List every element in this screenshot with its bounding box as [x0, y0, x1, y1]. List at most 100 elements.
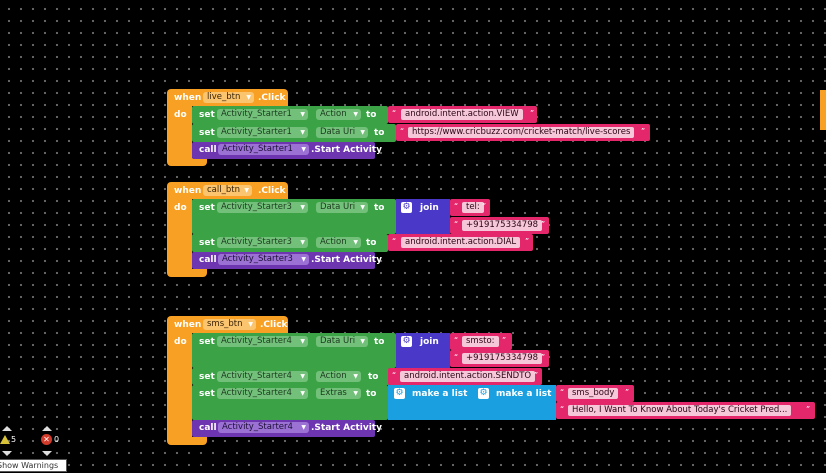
property-dropdown[interactable]: Action▼	[316, 109, 361, 120]
component-dropdown[interactable]: Activity_Starter3▼	[218, 254, 309, 265]
chevron-down-icon: ▼	[301, 424, 306, 431]
set-label: set	[199, 128, 215, 138]
offscreen-event-block[interactable]	[820, 90, 826, 130]
set-label: set	[199, 203, 215, 213]
component-dropdown[interactable]: call_btn▼	[203, 185, 252, 196]
event-arm	[167, 333, 192, 437]
text-value[interactable]: tel:	[462, 202, 484, 213]
error-icon: ✕	[41, 434, 52, 445]
method-label: .Start Activity	[311, 145, 382, 155]
chevron-down-icon: ▼	[353, 111, 358, 118]
previous-warning-arrow[interactable]	[2, 426, 12, 431]
text-value[interactable]: https://www.cricbuzz.com/cricket-match/l…	[408, 127, 635, 138]
method-label: .Start Activity	[311, 423, 382, 433]
property-dropdown[interactable]: Data Uri▼	[316, 202, 368, 213]
quote-open: “	[392, 109, 397, 118]
set-label: set	[199, 372, 215, 382]
quote-close: ”	[541, 220, 546, 229]
text-value[interactable]: Hello, I Want To Know About Today's Cric…	[568, 405, 792, 416]
quote-open: “	[454, 202, 459, 211]
do-label: do	[174, 110, 187, 120]
component-dropdown[interactable]: sms_btn▼	[203, 319, 256, 330]
warning-count: 5	[11, 435, 17, 444]
property-dropdown[interactable]: Action▼	[316, 371, 361, 382]
when-label: when	[174, 93, 202, 103]
quote-close: ”	[530, 109, 535, 118]
event-foot	[167, 269, 207, 277]
chevron-down-icon: ▼	[353, 373, 358, 380]
quote-open: “	[454, 336, 459, 345]
next-error-arrow[interactable]	[42, 451, 52, 456]
quote-close: ”	[541, 353, 546, 362]
component-dropdown[interactable]: Activity_Starter1▼	[218, 144, 309, 155]
chevron-down-icon: ▼	[300, 129, 305, 136]
text-value[interactable]: +919175334798	[462, 220, 543, 231]
text-value[interactable]: android.intent.action.VIEW	[401, 109, 523, 120]
event-arm	[167, 199, 192, 269]
previous-error-arrow[interactable]	[42, 426, 52, 431]
gear-icon[interactable]: ⚙	[401, 202, 412, 213]
gear-icon[interactable]: ⚙	[478, 388, 489, 399]
join-label: join	[420, 203, 439, 213]
event-name-label: .Click	[258, 93, 286, 103]
quote-open: “	[454, 353, 459, 362]
component-dropdown[interactable]: live_btn▼	[203, 92, 254, 103]
component-dropdown[interactable]: Activity_Starter1▼	[217, 127, 308, 138]
quote-close: ”	[525, 237, 530, 246]
chevron-down-icon: ▼	[360, 204, 365, 211]
method-label: .Start Activity	[311, 255, 382, 265]
chevron-down-icon: ▼	[300, 338, 305, 345]
chevron-down-icon: ▼	[300, 373, 305, 380]
component-dropdown[interactable]: Activity_Starter1▼	[217, 109, 308, 120]
quote-close: ”	[534, 371, 539, 380]
warning-indicator: 5 ✕ 0	[0, 426, 70, 473]
set-label: set	[199, 337, 215, 347]
component-dropdown[interactable]: Activity_Starter4▼	[217, 388, 308, 399]
quote-open: “	[400, 127, 405, 136]
property-dropdown[interactable]: Action▼	[316, 237, 361, 248]
component-dropdown[interactable]: Activity_Starter4▼	[218, 422, 309, 433]
show-warnings-button[interactable]: Show Warnings	[0, 459, 67, 472]
set-label: set	[199, 238, 215, 248]
chevron-down-icon: ▼	[300, 111, 305, 118]
event-foot	[167, 437, 207, 445]
make-list-label: make a list	[496, 389, 552, 399]
gear-icon[interactable]: ⚙	[401, 336, 412, 347]
chevron-down-icon: ▼	[353, 390, 358, 397]
property-dropdown[interactable]: Data Uri▼	[316, 336, 368, 347]
event-arm	[167, 106, 192, 158]
text-value[interactable]: +919175334798	[462, 353, 543, 364]
component-dropdown[interactable]: Activity_Starter3▼	[217, 237, 308, 248]
quote-close: ”	[482, 202, 487, 211]
event-name-label: .Click	[258, 186, 286, 196]
component-dropdown[interactable]: Activity_Starter4▼	[217, 336, 308, 347]
chevron-down-icon: ▼	[360, 129, 365, 136]
gear-icon[interactable]: ⚙	[394, 388, 405, 399]
text-value[interactable]: android.intent.action.SENDTO	[400, 371, 536, 382]
quote-open: “	[392, 237, 397, 246]
to-label: to	[374, 128, 385, 138]
when-label: when	[174, 320, 202, 330]
component-dropdown[interactable]: Activity_Starter3▼	[217, 202, 308, 213]
chevron-down-icon: ▼	[360, 338, 365, 345]
text-value[interactable]: android.intent.action.DIAL	[401, 237, 521, 248]
when-label: when	[174, 186, 202, 196]
to-label: to	[374, 203, 385, 213]
text-value[interactable]: sms_body	[568, 388, 619, 399]
chevron-down-icon: ▼	[353, 239, 358, 246]
to-label: to	[366, 110, 377, 120]
quote-open: “	[560, 388, 565, 397]
quote-close: ”	[625, 388, 630, 397]
chevron-down-icon: ▼	[301, 146, 306, 153]
set-label: set	[199, 110, 215, 120]
property-dropdown[interactable]: Extras▼	[316, 388, 361, 399]
do-label: do	[174, 337, 187, 347]
event-name-label: .Click	[260, 320, 288, 330]
call-label: call	[199, 423, 217, 433]
make-list-label: make a list	[412, 389, 468, 399]
next-warning-arrow[interactable]	[2, 451, 12, 456]
text-value[interactable]: smsto:	[462, 336, 499, 347]
chevron-down-icon: ▼	[244, 187, 249, 194]
property-dropdown[interactable]: Data Uri▼	[316, 127, 368, 138]
component-dropdown[interactable]: Activity_Starter4▼	[217, 371, 308, 382]
